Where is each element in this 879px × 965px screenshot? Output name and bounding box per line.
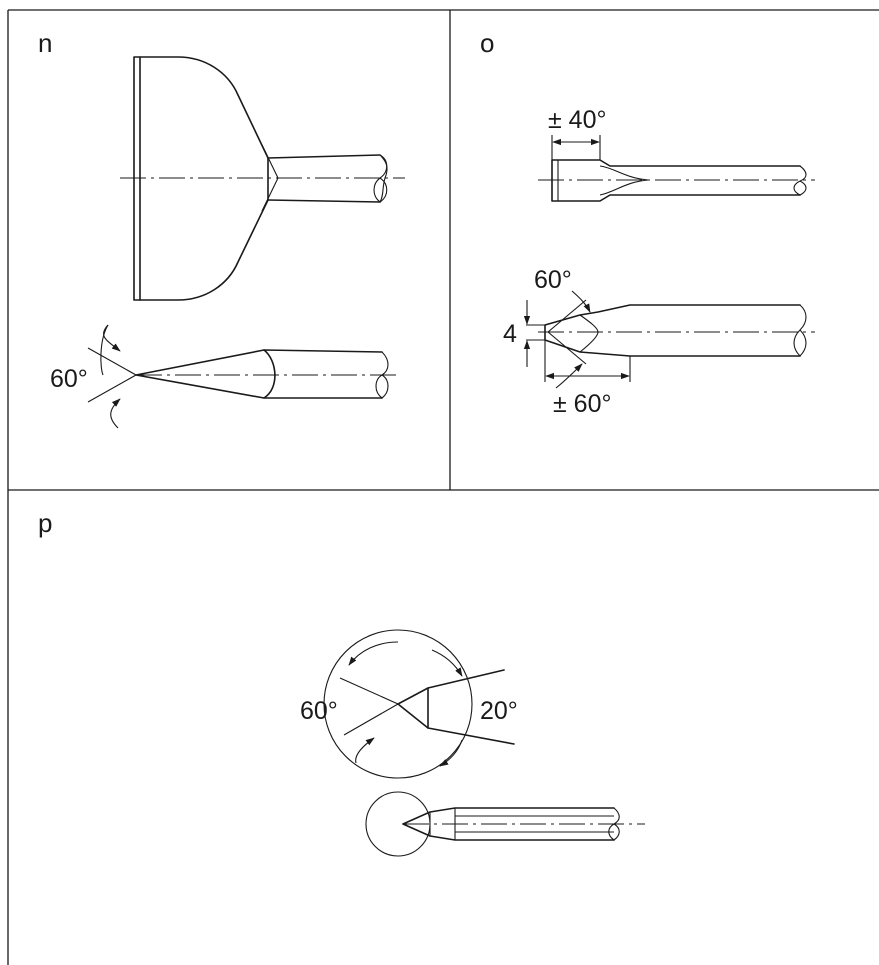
panel-o-flat-angle: ± 40° [548,106,606,134]
panel-n-angle: 60° [50,365,88,393]
panel-p-label: p [38,508,52,538]
panel-frame [7,9,879,965]
panel-n-label: n [38,28,52,58]
pointed-chisel-p [365,791,645,857]
panel-o-tip-width: 4 [503,320,517,348]
panel-o: o ± 40° 60° 4 [480,28,815,418]
pointed-chisel-side-view: 60° [50,324,400,429]
tip-detail-view: 60° 20° [300,629,518,779]
panel-o-taper-angle: ± 60° [553,390,611,418]
panel-p-right-angle: 20° [480,697,518,725]
panel-p: p 60° 20° [38,508,645,857]
panel-p-left-angle: 60° [300,697,338,725]
panel-o-label: o [480,28,494,58]
panel-n: n 60° [38,28,405,429]
pointed-chisel-small: 60° 4 ± 60° [503,266,815,418]
panel-o-point-angle: 60° [534,266,572,294]
flat-chisel-top-view [120,56,405,301]
flat-chisel-small: ± 40° [538,106,815,202]
